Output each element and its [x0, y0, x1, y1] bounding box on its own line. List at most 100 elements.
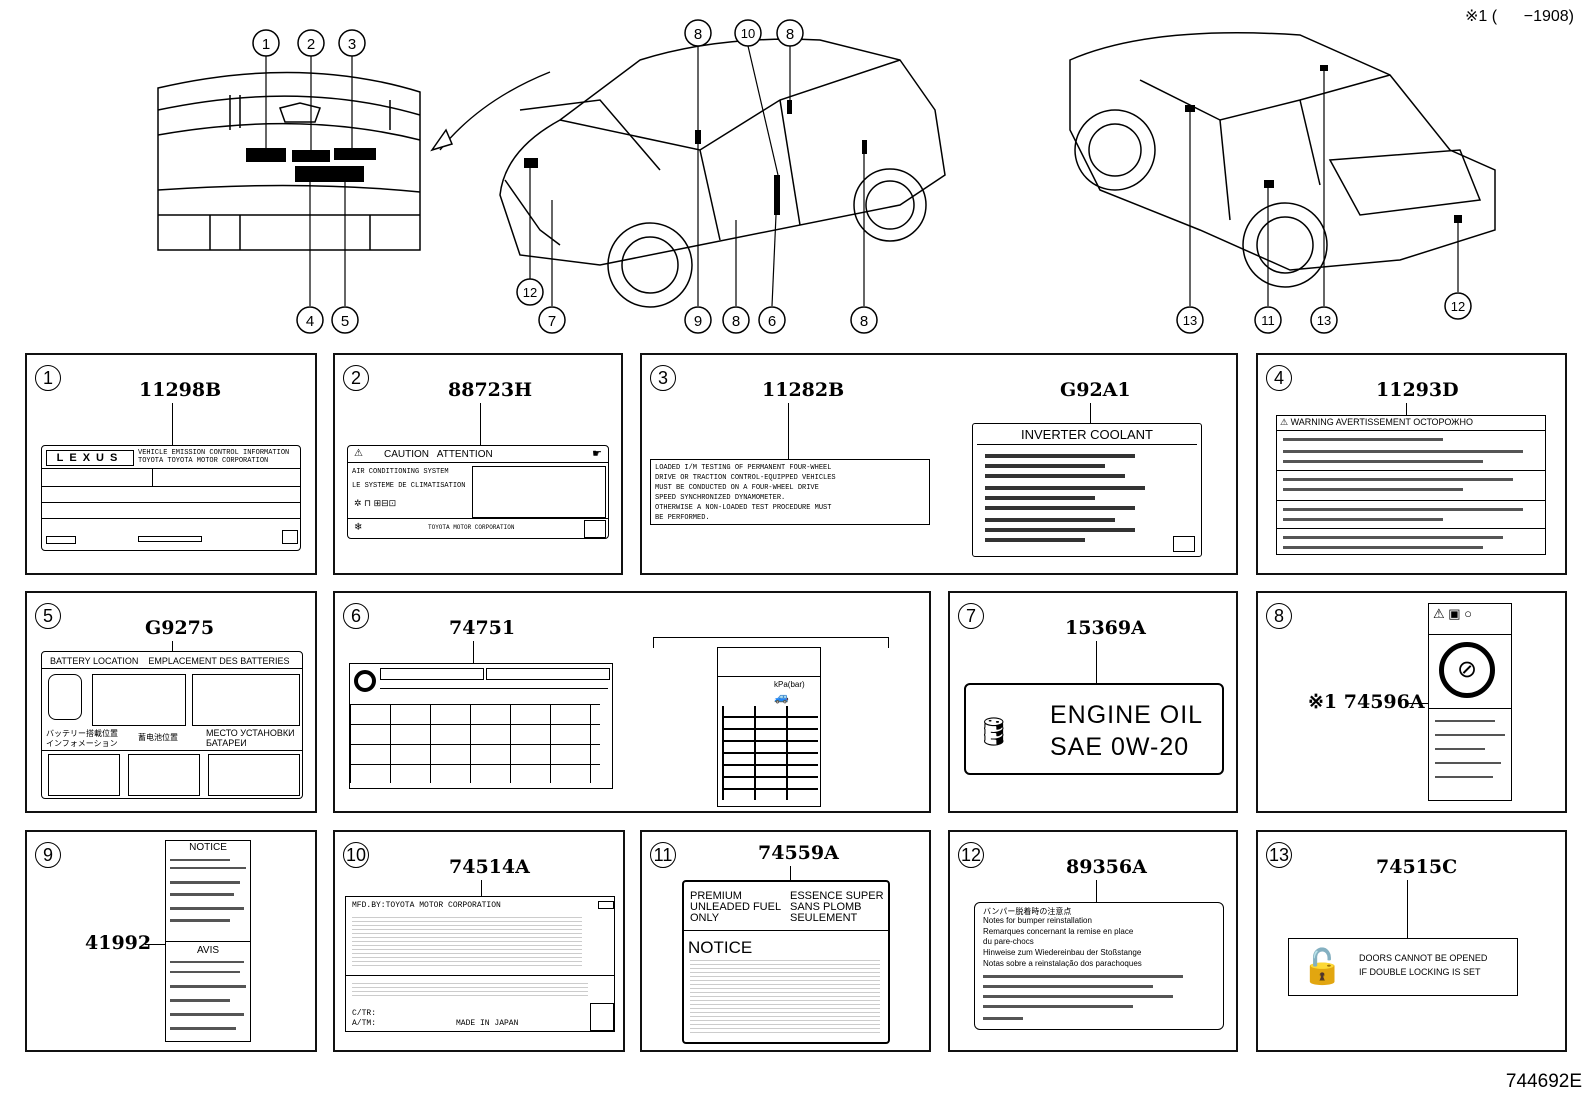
panel-8: 8 ※1 74596A ⚠ ▣ ○ ⊘ — [1256, 591, 1567, 813]
callout-12-front: 12 — [523, 285, 537, 300]
callout-6-top: 6 — [768, 313, 776, 330]
made-in: MADE IN JAPAN — [456, 1019, 519, 1028]
dyno-line-1: LOADED I/M TESTING OF PERMANENT FOUR-WHE… — [655, 464, 832, 472]
inverter-coolant-label: INVERTER COOLANT — [972, 423, 1202, 557]
emission-title: VEHICLE EMISSION CONTROL INFORMATION — [138, 449, 290, 457]
fuel-fr-3: SEULEMENT — [790, 912, 858, 924]
battery-jp-1: バッテリー搭載位置 — [46, 729, 118, 738]
panel-number: 3 — [650, 365, 676, 391]
part-number: 88723H — [448, 379, 533, 401]
part-number-b: G92A1 — [1060, 379, 1131, 401]
panel-12: 12 89356A バンパー脱着時の注意点 Notes for bumper r… — [948, 830, 1238, 1052]
fuel-fr-2: SANS PLOMB — [790, 901, 862, 913]
dynamometer-label: LOADED I/M TESTING OF PERMANENT FOUR-WHE… — [650, 459, 930, 525]
panel-number: 8 — [1266, 603, 1292, 629]
fuel-en-2: UNLEADED FUEL — [690, 901, 782, 913]
panel-2: 2 88723H ⚠ CAUTION ATTENTION ☛ AIR CONDI… — [333, 353, 623, 575]
panel-number: 12 — [958, 842, 984, 868]
diagram-id: 744692E — [1505, 1071, 1582, 1092]
vehicle-illustrations: 1 2 3 4 5 12 7 8 10 8 9 8 6 8 13 11 13 1… — [157, 19, 1496, 334]
fuel-en-1: PREMIUM — [690, 890, 742, 902]
double-lock-line-1: DOORS CANNOT BE OPENED — [1359, 953, 1488, 963]
manufacturer-line: MFD.BY:TOYOTA MOTOR CORPORATION — [352, 901, 501, 910]
part-number: G9275 — [145, 617, 215, 639]
bumper-de: Hinweise zum Wiedereinbau der Stoßstange — [983, 948, 1142, 957]
part-number: 11298B — [139, 379, 222, 401]
atm-code: A/TM: — [352, 1019, 377, 1028]
bumper-fr-1: Remarques concernant la remise en place — [983, 927, 1134, 936]
panel-number: 2 — [343, 365, 369, 391]
dyno-line-4: SPEED SYNCHRONIZED DYNAMOMETER. — [655, 494, 786, 502]
bumper-notes-label: バンパー脱着時の注意点 Notes for bumper reinstallat… — [974, 902, 1224, 1030]
ac-system-fr: LE SYSTEME DE CLIMATISATION — [352, 482, 466, 490]
airbag-warning-label: ⚠ ▣ ○ ⊘ — [1428, 603, 1512, 801]
callout-5-top: 5 — [341, 313, 349, 330]
oil-can-icon: 🛢 — [976, 716, 1012, 747]
panel-number: 11 — [650, 842, 676, 868]
fuel-en-3: ONLY — [690, 912, 720, 924]
callout-11-rear: 11 — [1261, 313, 1275, 328]
part-number: 11293D — [1376, 379, 1459, 401]
panel-number: 6 — [343, 603, 369, 629]
part-number: 41992 — [85, 932, 152, 954]
panel-9: 9 41992 NOTICE AVIS — [25, 830, 317, 1052]
vehicle-id-label: MFD.BY:TOYOTA MOTOR CORPORATION C/TR: A/… — [345, 896, 615, 1032]
battery-heading: BATTERY LOCATION EMPLACEMENT DES BATTERI… — [50, 656, 290, 666]
car-side-icon: 🚙 — [774, 690, 789, 704]
battery-ru-1: МЕСТО УСТАНОВКИ — [206, 728, 295, 738]
car-front-view — [499, 38, 946, 266]
panel-6: 6 74751 kPa(bar) 🚙 — [333, 591, 931, 813]
fuel-fr-1: ESSENCE SUPER — [790, 890, 884, 902]
caution-heading: CAUTION ATTENTION — [384, 449, 493, 460]
battery-jp-2: インフォメーション — [46, 739, 118, 748]
hand-icon: ☛ — [592, 448, 602, 460]
engine-oil-label: 🛢 ENGINE OIL SAE 0W-20 — [964, 683, 1224, 775]
dyno-line-3: MUST BE CONDUCTED ON A FOUR-WHEEL DRIVE — [655, 484, 819, 492]
part-number: 74751 — [449, 617, 516, 639]
callout-1-top: 1 — [262, 36, 270, 53]
hood-detail — [157, 71, 421, 251]
battery-location-label: BATTERY LOCATION EMPLACEMENT DES BATTERI… — [41, 651, 303, 799]
callout-8-top-a: 8 — [694, 26, 702, 43]
ac-caution-label: ⚠ CAUTION ATTENTION ☛ AIR CONDITIONING S… — [347, 445, 609, 539]
oil-label-line-1: ENGINE OIL — [1050, 701, 1204, 729]
dyno-line-2: DRIVE OR TRACTION CONTROL-EQUIPPED VEHIC… — [655, 474, 836, 482]
no-rear-seat-icon: ⊘ — [1439, 642, 1495, 698]
car-topview-icon — [48, 674, 82, 720]
panel-4: 4 11293D ⚠ WARNING AVERTISSEMENT ОСТОРОЖ… — [1256, 353, 1567, 575]
callout-10-top: 10 — [741, 26, 755, 41]
part-number: 74515C — [1376, 856, 1458, 878]
pressure-unit: kPa(bar) — [774, 680, 805, 689]
bumper-fr-2: du pare-chocs — [983, 937, 1034, 946]
bumper-pt: Notas sobre a reinstalação dos parachoqu… — [983, 959, 1142, 968]
callout-7-top: 7 — [548, 313, 556, 330]
part-number: ※1 74596A — [1308, 691, 1425, 713]
airbag-icons: ⚠ ▣ ○ — [1433, 606, 1473, 621]
panel-number: 7 — [958, 603, 984, 629]
panel-number: 9 — [35, 842, 61, 868]
callout-8-top-b: 8 — [786, 26, 794, 43]
notice-heading: NOTICE — [189, 842, 227, 853]
panel-7: 7 15369A 🛢 ENGINE OIL SAE 0W-20 — [948, 591, 1238, 813]
ctr-code: C/TR: — [352, 1009, 377, 1018]
footnote-range: ※1 ( −1908) — [1464, 8, 1574, 25]
panel-number: 5 — [35, 603, 61, 629]
dyno-line-6: BE PERFORMED. — [655, 514, 710, 522]
callout-4-top: 4 — [306, 313, 314, 330]
warning-label: ⚠ WARNING AVERTISSEMENT ОСТОРОЖНО — [1276, 415, 1546, 555]
avis-heading: AVIS — [196, 945, 220, 956]
battery-ru-2: БАТАРЕИ — [206, 738, 247, 748]
callout-13-rear-b: 13 — [1317, 313, 1331, 328]
panel-5: 5 G9275 BATTERY LOCATION EMPLACEMENT DES… — [25, 591, 317, 813]
car-rear-view — [1069, 32, 1496, 271]
oil-label-line-2: SAE 0W-20 — [1050, 733, 1190, 761]
pressure-chart-label: kPa(bar) 🚙 — [717, 647, 821, 807]
coolant-heading: INVERTER COOLANT — [1021, 427, 1153, 442]
battery-cn: 蓄电池位置 — [138, 733, 178, 742]
callout-2-top: 2 — [307, 36, 315, 53]
emission-label: LEXUS VEHICLE EMISSION CONTROL INFORMATI… — [41, 445, 301, 551]
dyno-line-5: OTHERWISE A NON-LOADED TEST PROCEDURE MU… — [655, 504, 832, 512]
fuel-notice-label: PREMIUM UNLEADED FUEL ONLY ESSENCE SUPER… — [682, 880, 890, 1044]
callout-3-top: 3 — [348, 36, 356, 53]
fuel-notice-heading: NOTICE — [688, 938, 753, 957]
